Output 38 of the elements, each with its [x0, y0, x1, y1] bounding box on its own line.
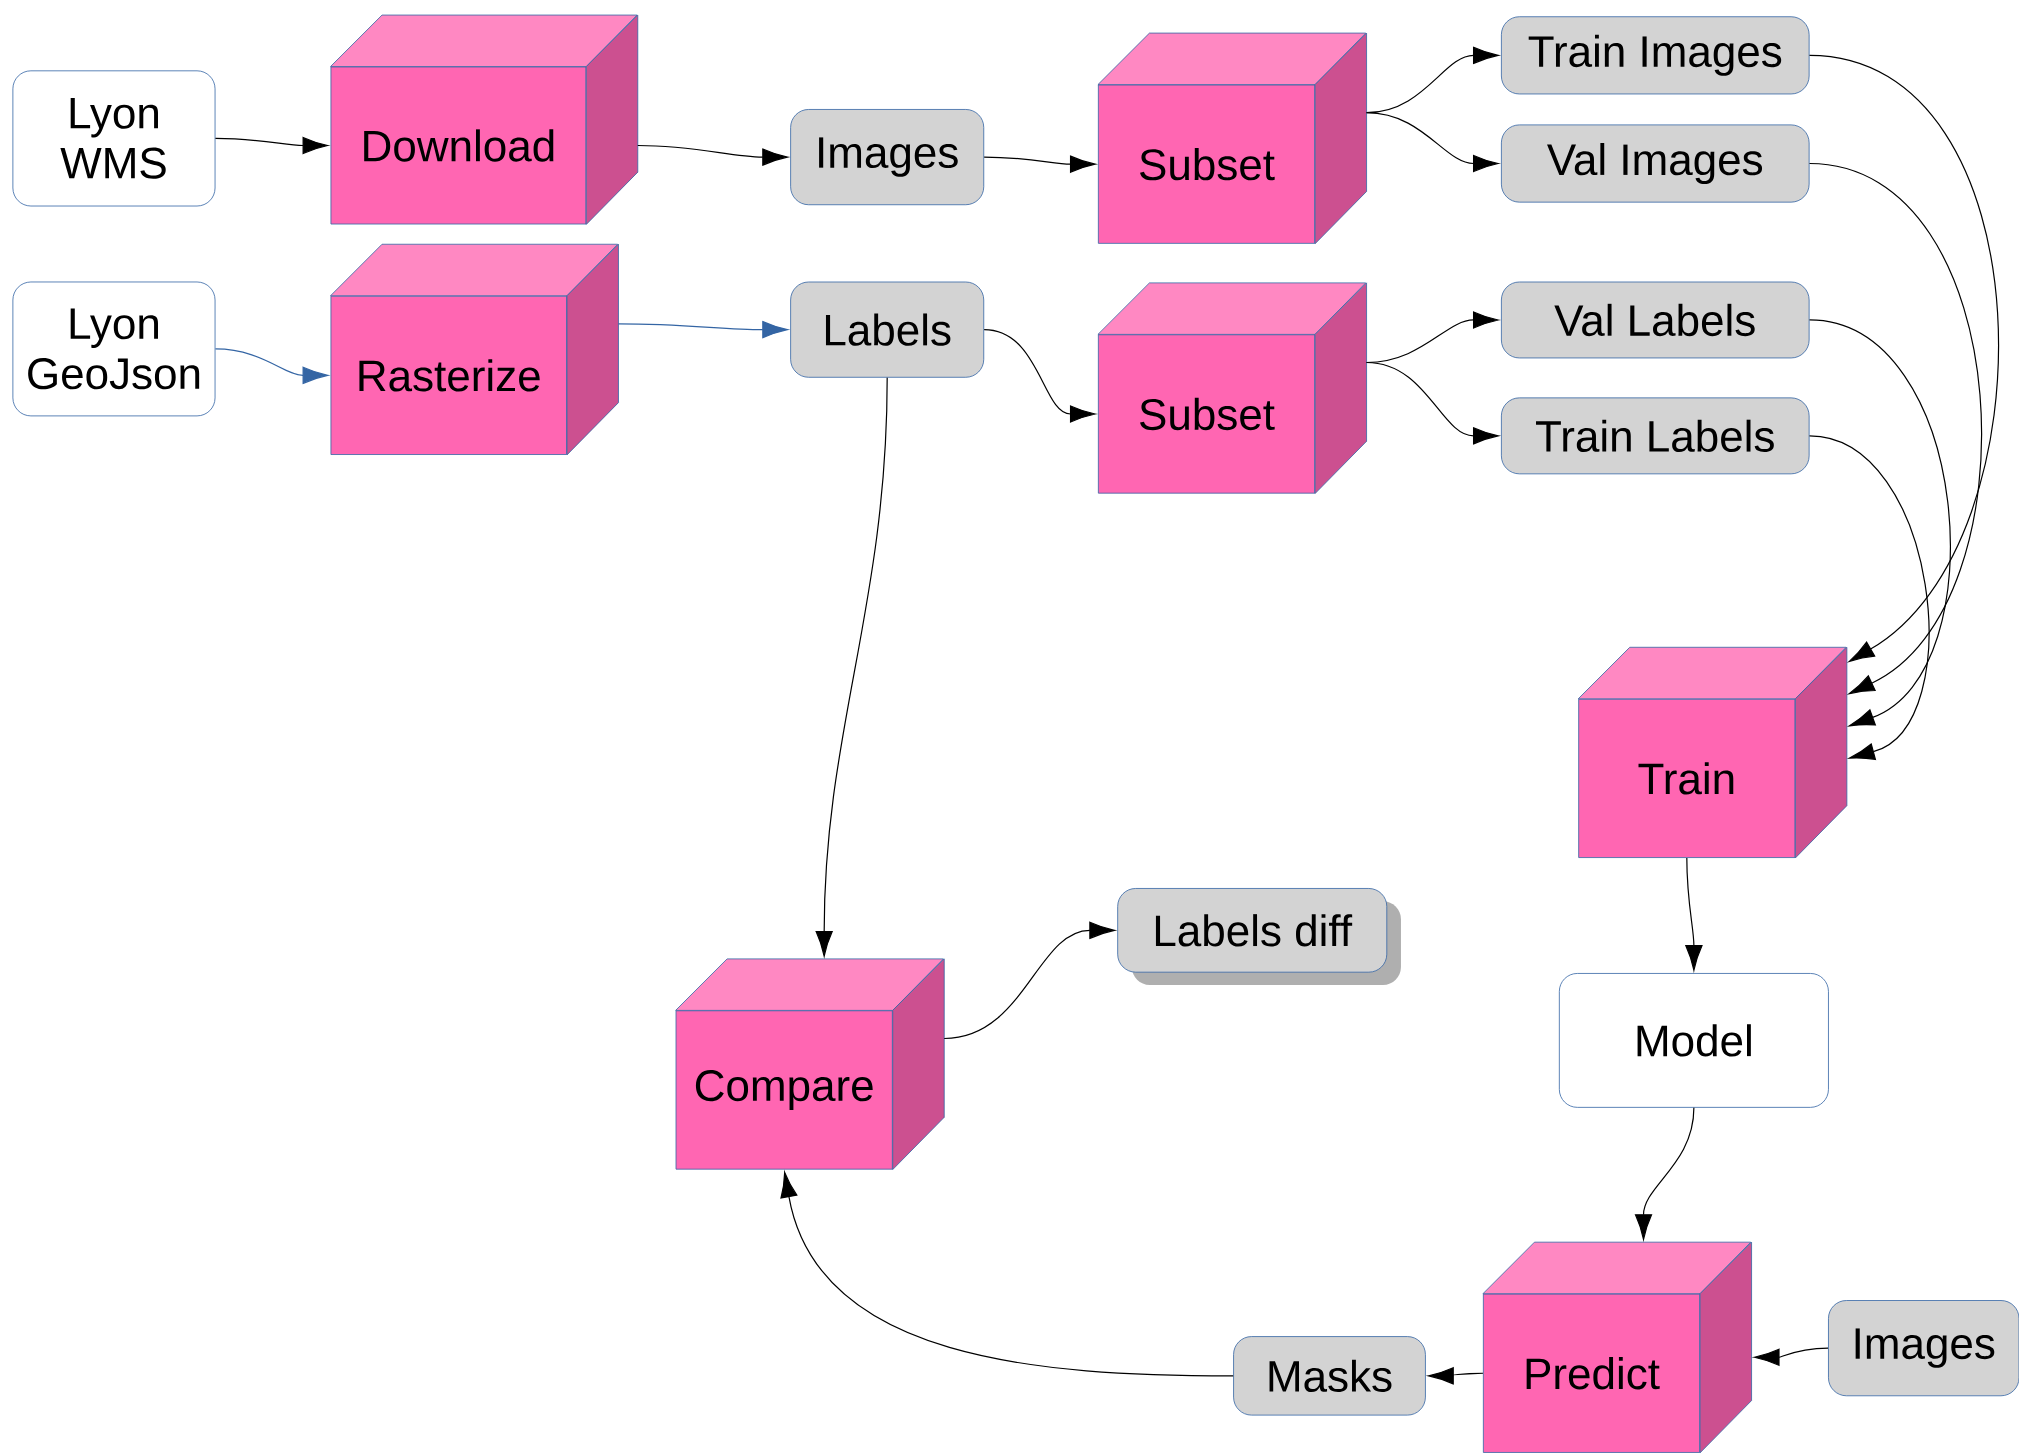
process-cube: Compare — [675, 958, 945, 1170]
arrow — [1808, 319, 1951, 727]
data-box: Masks — [1233, 1336, 1426, 1416]
arrow — [637, 144, 788, 166]
data-box: Val Labels — [1501, 281, 1810, 359]
arrow — [1808, 162, 1982, 695]
arrow — [1428, 1367, 1484, 1385]
arrow — [1365, 361, 1499, 445]
output-box: Labels diff — [1117, 888, 1401, 986]
arrow — [815, 377, 888, 957]
data-box: Images — [790, 109, 985, 206]
data-box: Images — [1828, 1300, 2019, 1397]
data-box: Labels — [790, 281, 985, 378]
data-box: Train Images — [1501, 16, 1810, 95]
arrow — [983, 155, 1096, 173]
arrow — [1808, 435, 1930, 761]
arrow — [214, 136, 329, 155]
input-box: Lyon WMS — [12, 70, 216, 207]
arrow — [943, 921, 1115, 1040]
process-cube: Train — [1577, 646, 1848, 859]
input-box: Lyon GeoJson — [12, 281, 216, 417]
process-cube: Rasterize — [330, 243, 619, 456]
arrow — [780, 1171, 1234, 1377]
arrow — [214, 348, 329, 384]
process-cube: Predict — [1482, 1241, 1752, 1454]
arrow — [1634, 1107, 1695, 1240]
arrow — [983, 329, 1096, 423]
input-box: Model — [1558, 973, 1829, 1108]
arrow — [1365, 112, 1499, 173]
process-cube: Subset — [1097, 282, 1367, 494]
arrow — [1753, 1347, 1829, 1366]
arrow — [617, 321, 788, 339]
data-box: Train Labels — [1501, 397, 1810, 475]
arrow — [1685, 857, 1703, 971]
process-cube: Download — [330, 14, 639, 225]
process-cube: Subset — [1097, 32, 1367, 245]
arrow — [1808, 54, 1999, 662]
data-box: Val Images — [1501, 124, 1810, 203]
